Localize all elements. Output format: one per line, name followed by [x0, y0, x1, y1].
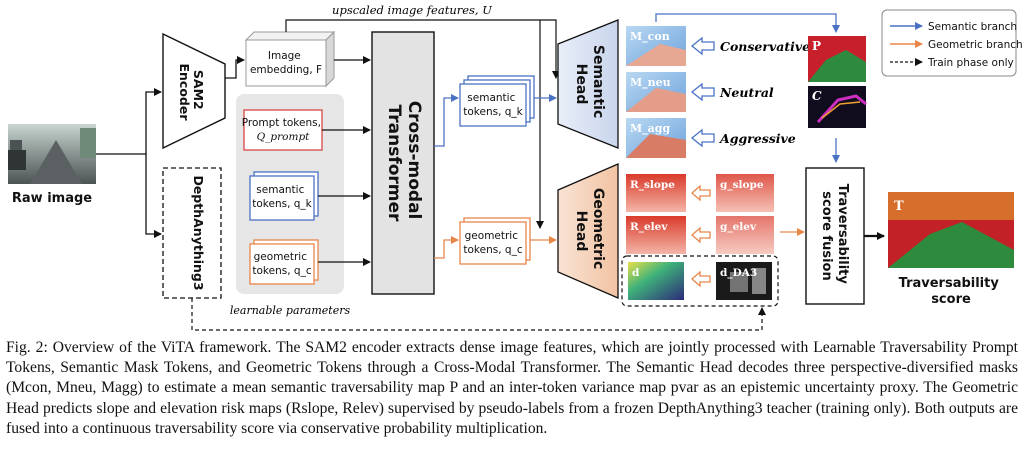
- masks-to-p-arrow: [655, 13, 840, 33]
- raw-to-depthanything-arrow: [145, 154, 162, 238]
- t-map-thumbnail: [888, 192, 1014, 268]
- strategy-hollow-arrows: [690, 36, 715, 148]
- mask-con-label: M_con: [630, 30, 670, 44]
- prompt-tokens-box: [243, 109, 323, 151]
- t-map-label: T: [894, 199, 904, 214]
- semantic-tokens-stack-right: [459, 75, 535, 127]
- r-slope-thumbnail: [626, 174, 686, 212]
- raw-image: [8, 124, 96, 184]
- cross-modal-transformer-block: [371, 31, 435, 295]
- g-elev-label: g_elev: [720, 221, 757, 234]
- geometric-tokens-label-right: geometric tokens, q_c: [463, 230, 522, 256]
- mask-neu-label: M_neu: [630, 76, 671, 90]
- depth-da3-thumbnail: [716, 262, 772, 300]
- geometric-tokens-stack-right: [459, 217, 531, 265]
- figure-caption: Fig. 2: Overview of the ViTA framework. …: [6, 339, 1018, 437]
- depth-d-thumbnail: [628, 262, 684, 300]
- c-map-label: C: [812, 89, 822, 103]
- p-map-thumbnail: [808, 36, 866, 82]
- g-elev-thumbnail: [716, 216, 774, 254]
- legend-item-train-phase: Train phase only: [890, 57, 1014, 69]
- strategy-aggressive-label: Aggressive: [719, 131, 796, 146]
- upscaled-features-line: [285, 19, 544, 229]
- depthanything-label: DepthAnything3: [191, 175, 206, 290]
- pseudo-label-hollow-arrows: [691, 184, 711, 288]
- sam2-encoder-block: [162, 32, 226, 150]
- c-map-thumbnail: [808, 86, 867, 128]
- geometric-tokens-stack-left: [249, 239, 319, 285]
- traversability-score-label: Traversability score: [899, 276, 1004, 307]
- g-slope-thumbnail: [716, 174, 774, 212]
- r-slope-label: R_slope: [630, 179, 675, 192]
- mask-con-thumbnail: [626, 26, 686, 66]
- sam2-encoder-label: SAM2 Encoder: [177, 63, 206, 121]
- traversability-fusion-block: [805, 167, 865, 305]
- train-phase-arrow: [191, 298, 766, 331]
- upscaled-features-label: upscaled image features, U: [332, 3, 492, 17]
- learnable-parameters-label: learnable parameters: [230, 304, 351, 317]
- semantic-tokens-label-right: semantic tokens, q_k: [463, 92, 523, 118]
- geometric-head-block: [557, 163, 619, 299]
- upscaled-to-semantic-head-arrow: [540, 19, 560, 79]
- image-embedding-label: Image embedding, F: [250, 50, 322, 76]
- transformer-to-semantic-tokens-arrow: [434, 94, 459, 147]
- depth-da3-label: d_DA3: [720, 267, 757, 280]
- depth-d-label: d: [632, 267, 640, 279]
- legend-item-geometric: Geometric branch: [890, 39, 1023, 51]
- legend-item-semantic: Semantic branch: [890, 21, 1017, 33]
- semantic-tokens-stack-left: [249, 171, 319, 221]
- mask-neu-thumbnail: [626, 72, 686, 112]
- geometric-head-label: Geometric Head: [573, 188, 606, 274]
- svg-text:Semantic branch: Semantic branch: [928, 21, 1017, 33]
- semantic-tokens-label-left: semantic tokens, q_k: [252, 184, 312, 210]
- mask-agg-thumbnail: [626, 118, 686, 158]
- traversability-fusion-label: Traversability score fusion: [819, 184, 850, 289]
- depthanything-block: [162, 167, 222, 299]
- raw-to-sam2-arrow: [96, 88, 162, 155]
- cross-modal-transformer-label: Cross-modal Transformer: [384, 101, 424, 226]
- strategy-conservative-label: Conservative: [720, 39, 810, 54]
- semantic-head-label: Semantic Head: [573, 45, 606, 123]
- p-map-label: P: [812, 39, 821, 53]
- sam2-to-embedding-arrow: [225, 56, 245, 79]
- svg-text:Geometric branch: Geometric branch: [928, 39, 1023, 51]
- semantic-head-block: [557, 19, 619, 149]
- vita-framework-diagram: Raw image SAM2 Encoder DepthAnything3 Im…: [8, 3, 1023, 331]
- geometric-tokens-label-left: geometric tokens, q_c: [252, 251, 311, 277]
- train-only-depth-group: [621, 255, 779, 307]
- r-elev-label: R_elev: [630, 221, 668, 234]
- prompt-tokens-label: Prompt tokens, Q_prompt: [242, 117, 325, 143]
- strategy-neutral-label: Neutral: [719, 85, 774, 100]
- image-embedding-box: [244, 30, 336, 88]
- r-elev-thumbnail: [626, 216, 686, 254]
- g-slope-label: g_slope: [720, 179, 764, 192]
- svg-text:Train phase only: Train phase only: [927, 57, 1014, 69]
- mask-agg-label: M_agg: [630, 122, 670, 136]
- transformer-to-geometric-tokens-arrow: [434, 236, 459, 259]
- raw-image-label: Raw image: [12, 191, 92, 206]
